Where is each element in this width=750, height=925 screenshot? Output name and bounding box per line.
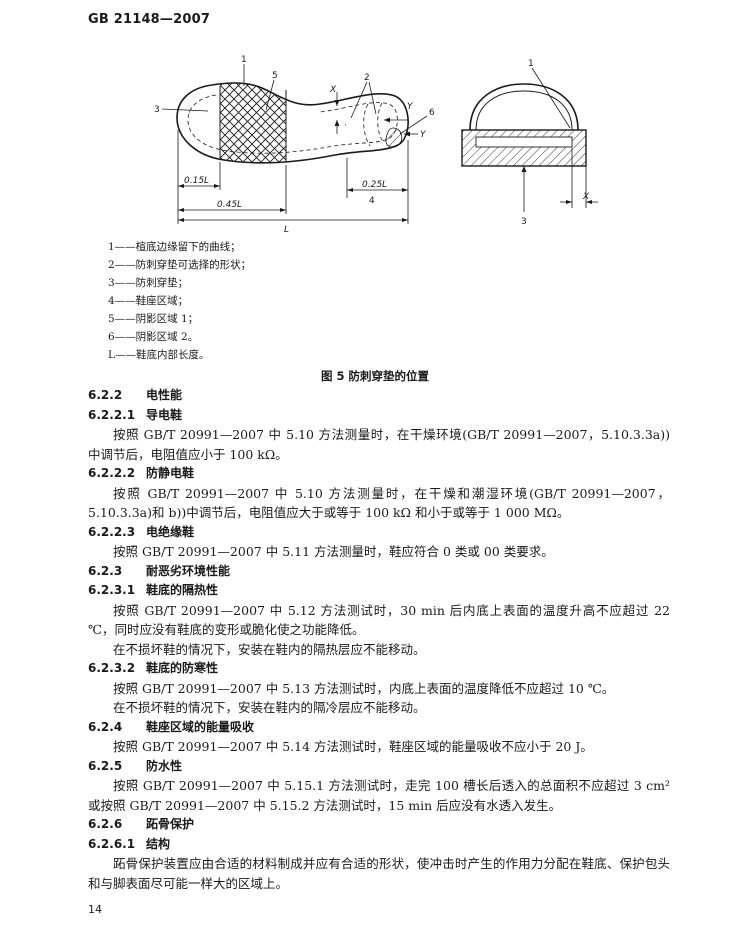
label-1: 1 bbox=[241, 55, 247, 65]
paragraph: 在不损坏鞋的情况下，安装在鞋内的隔冷层应不能移动。 bbox=[113, 700, 426, 715]
section-heading: 6.2.3 耐恶劣环境性能 bbox=[88, 562, 670, 582]
paragraph: 按照 GB/T 20991—2007 中 5.10 方法测量时，在干燥环境(GB… bbox=[88, 427, 670, 462]
label-y-top: Y bbox=[407, 102, 414, 112]
section-heading: 6.2.2.2 防静电鞋 bbox=[88, 464, 670, 484]
legend-item: 2——防刺穿垫可选择的形状； bbox=[108, 259, 252, 271]
label-x: X bbox=[329, 85, 337, 95]
section-number: 6.2.6.1 bbox=[88, 836, 136, 851]
shaded-area-1 bbox=[220, 83, 286, 163]
section-title: 结构 bbox=[146, 836, 171, 851]
section-number: 6.2.2.2 bbox=[88, 466, 136, 480]
section-heading: 6.2.6.1 结构 bbox=[88, 835, 670, 855]
legend-item: 1——楦底边缘留下的曲线； bbox=[108, 241, 241, 253]
section-title: 鞋底的防寒性 bbox=[146, 661, 219, 675]
section-heading: 6.2.2.3 电绝缘鞋 bbox=[88, 523, 670, 543]
paragraph: 按照 GB/T 20991—2007 中 5.12 方法测试时，30 min 后… bbox=[88, 602, 670, 638]
section-title: 电绝缘鞋 bbox=[146, 524, 195, 539]
paragraph: 按照 GB/T 20991—2007 中 5.13 方法测试时，内底上表面的温度… bbox=[113, 680, 615, 696]
section-heading: 6.2.4 鞋座区域的能量吸收 bbox=[88, 718, 670, 738]
legend-item: 5——阴影区域 1； bbox=[108, 313, 199, 325]
section-number: 6.2.6 bbox=[88, 817, 123, 831]
svg-text:·: · bbox=[188, 108, 191, 118]
paragraph: 按照 GB/T 20991—2007 中 5.15.1 方法测试时，走完 100… bbox=[88, 778, 670, 813]
dim-0.45L: 0.45L bbox=[217, 200, 242, 210]
figure-5-diagram: · · · 1 5 3 2 6 X Y Y bbox=[154, 55, 598, 235]
section-title: 鞋座区域的能量吸收 bbox=[146, 719, 255, 734]
section-number: 6.2.2 bbox=[88, 388, 123, 402]
label-3: 3 bbox=[154, 105, 160, 115]
paragraph: 按照 GB/T 20991—2007 中 5.14 方法测试时，鞋座区域的能量吸… bbox=[113, 739, 593, 754]
section-title: 防水性 bbox=[146, 758, 183, 773]
legend-item: L——鞋底内部长度。 bbox=[108, 349, 210, 361]
figure-caption: 图 5 防刺穿垫的位置 bbox=[320, 369, 429, 383]
section-title: 电性能 bbox=[146, 388, 183, 402]
section-label-1: 1 bbox=[528, 59, 534, 69]
sole-outline: · · · bbox=[176, 82, 409, 164]
dim-0.15L: 0.15L bbox=[184, 176, 209, 186]
section-number: 6.2.3 bbox=[88, 563, 123, 578]
section-title: 防静电鞋 bbox=[146, 466, 195, 480]
label-2: 2 bbox=[364, 73, 370, 83]
page-number: 14 bbox=[88, 903, 102, 916]
section-heading: 6.2.3.2 鞋底的防寒性 bbox=[88, 659, 670, 679]
label-y-bottom: Y bbox=[420, 130, 427, 140]
legend-item: 4——鞋座区域； bbox=[108, 295, 189, 307]
section-number: 6.2.2.3 bbox=[88, 524, 136, 539]
paragraph: 在不损坏鞋的情况下，安装在鞋内的隔热层应不能移动。 bbox=[113, 641, 426, 657]
section-number: 6.2.3.2 bbox=[88, 661, 136, 675]
paragraph: 按照 GB/T 20991—2007 中 5.11 方法测量时，鞋应符合 0 类… bbox=[113, 544, 554, 559]
left-diagram-labels: 1 5 3 2 6 X Y Y bbox=[154, 55, 435, 140]
section-heading: 6.2.3.1 鞋底的隔热性 bbox=[88, 581, 670, 601]
label-4: 4 bbox=[369, 196, 375, 206]
dim-L: L bbox=[284, 225, 289, 235]
section-number: 6.2.3.1 bbox=[88, 583, 136, 597]
svg-text:·: · bbox=[344, 121, 347, 131]
paragraph: 跖骨保护装置应由合适的材料制成并应有合适的形状，使冲击时产生的作用力分配在鞋底、… bbox=[88, 856, 670, 891]
body-text: 6.2.2 电性能 6.2.2.1 导电鞋 按照 GB/T 20991—2007 中… bbox=[88, 386, 670, 893]
section-number: 6.2.5 bbox=[88, 758, 123, 773]
label-5: 5 bbox=[272, 71, 278, 81]
label-6: 6 bbox=[429, 108, 435, 118]
section-label-x: X bbox=[582, 192, 590, 202]
section-number: 6.2.4 bbox=[88, 719, 123, 734]
svg-text:·: · bbox=[262, 111, 265, 121]
section-label-3: 3 bbox=[521, 217, 527, 227]
dimension-lines: 0.15L 0.45L 0.25L 4 L bbox=[177, 130, 409, 235]
cross-section-diagram: 1 3 X bbox=[461, 59, 598, 227]
dim-0.25L: 0.25L bbox=[362, 180, 387, 190]
section-heading: 6.2.5 防水性 bbox=[88, 757, 670, 777]
section-heading: 6.2.2 电性能 bbox=[88, 386, 670, 406]
section-title: 耐恶劣环境性能 bbox=[146, 563, 231, 578]
figure-legend: 1——楦底边缘留下的曲线； 2——防刺穿垫可选择的形状； 3——防刺穿垫； 4—… bbox=[108, 238, 251, 364]
section-title: 鞋底的隔热性 bbox=[146, 583, 219, 597]
section-heading: 6.2.6 跖骨保护 bbox=[88, 815, 670, 835]
section-title: 跖骨保护 bbox=[146, 817, 195, 831]
section-title: 导电鞋 bbox=[146, 407, 183, 422]
legend-item: 3——防刺穿垫； bbox=[108, 277, 189, 289]
legend-item: 6——阴影区域 2。 bbox=[108, 331, 199, 343]
standard-code-header: GB 21148—2007 bbox=[88, 12, 211, 27]
shaded-area-2 bbox=[385, 127, 403, 148]
section-heading: 6.2.2.1 导电鞋 bbox=[88, 406, 670, 426]
section-number: 6.2.2.1 bbox=[88, 407, 136, 422]
paragraph: 按照 GB/T 20991—2007 中 5.10 方法测量时，在干燥和潮湿环境… bbox=[88, 485, 670, 521]
